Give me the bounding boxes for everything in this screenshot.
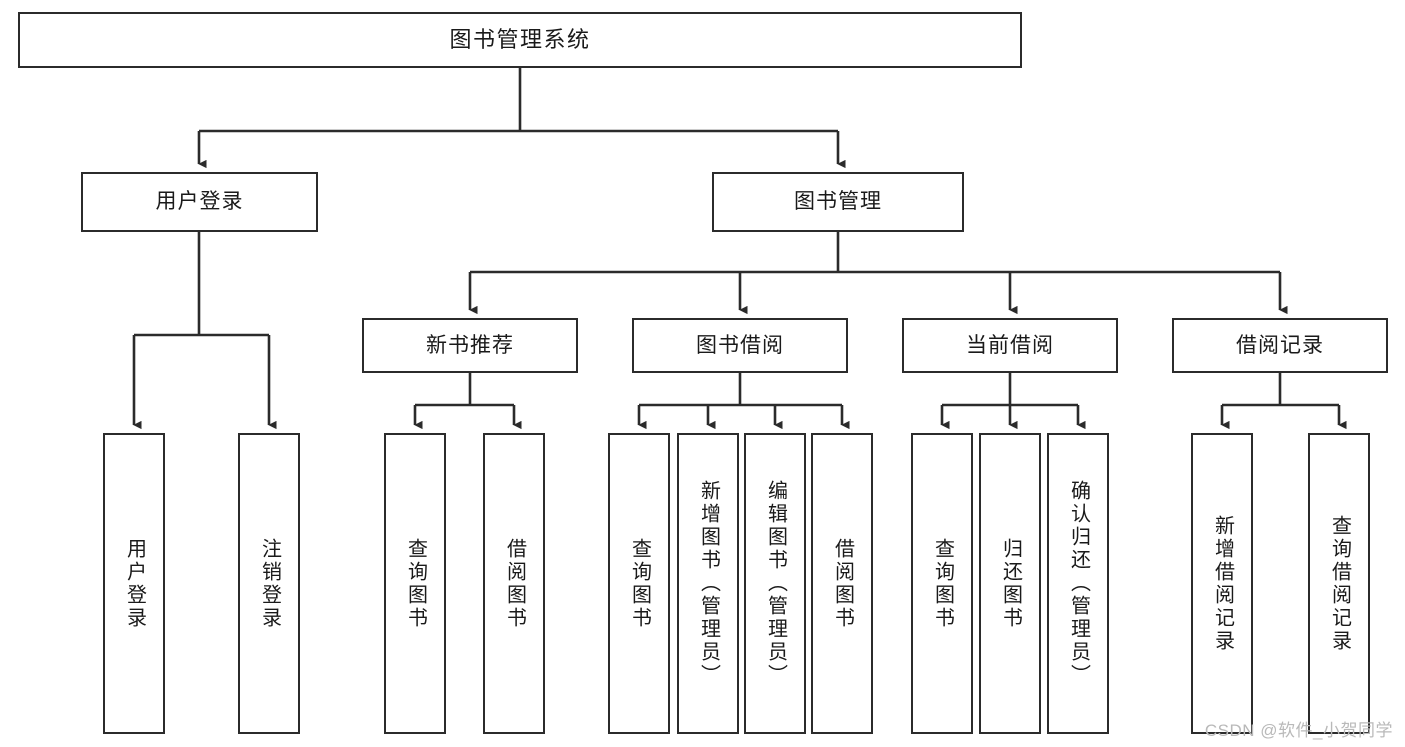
node-book-management[interactable]: 图书管理	[712, 172, 964, 232]
node-label: 当前借阅	[966, 333, 1054, 357]
node-label: 图书管理	[794, 190, 882, 214]
node-user-login[interactable]: 用户登录	[81, 172, 318, 232]
node-label: 新书推荐	[426, 333, 514, 357]
node-leaf-return-books[interactable]: 归还图书	[979, 433, 1041, 734]
node-label: 查询图书	[931, 537, 954, 630]
node-leaf-query-borrow-record[interactable]: 查询借阅记录	[1308, 433, 1370, 734]
node-leaf-query-books-current[interactable]: 查询图书	[911, 433, 973, 734]
node-label: 查询图书	[628, 537, 651, 630]
node-label: 新增借阅记录	[1211, 514, 1234, 653]
node-label: 编辑图书（管理员）	[764, 480, 787, 687]
watermark-text: CSDN @软件_小贺同学	[1204, 721, 1393, 740]
node-label: 用户登录	[123, 537, 146, 630]
node-label: 图书借阅	[696, 333, 784, 357]
node-leaf-logout[interactable]: 注销登录	[238, 433, 300, 734]
node-leaf-add-book-admin[interactable]: 新增图书（管理员）	[677, 433, 739, 734]
node-leaf-confirm-return-admin[interactable]: 确认归还（管理员）	[1047, 433, 1109, 734]
node-label: 图书管理系统	[449, 26, 591, 52]
node-leaf-edit-book-admin[interactable]: 编辑图书（管理员）	[744, 433, 806, 734]
node-label: 借阅图书	[831, 537, 854, 630]
node-leaf-query-books-borrow[interactable]: 查询图书	[608, 433, 670, 734]
node-label: 新增图书（管理员）	[697, 480, 720, 687]
node-leaf-add-borrow-record[interactable]: 新增借阅记录	[1191, 433, 1253, 734]
node-leaf-user-login[interactable]: 用户登录	[103, 433, 165, 734]
node-label: 借阅图书	[503, 537, 526, 630]
node-label: 查询借阅记录	[1328, 514, 1351, 653]
node-book-borrowing[interactable]: 图书借阅	[632, 318, 848, 373]
node-leaf-borrow-books-recommend[interactable]: 借阅图书	[483, 433, 545, 734]
node-label: 借阅记录	[1236, 333, 1324, 357]
node-label: 查询图书	[404, 537, 427, 630]
node-borrow-records[interactable]: 借阅记录	[1172, 318, 1388, 373]
node-root-book-management-system[interactable]: 图书管理系统	[18, 12, 1022, 68]
node-leaf-borrow-books[interactable]: 借阅图书	[811, 433, 873, 734]
node-current-borrowing[interactable]: 当前借阅	[902, 318, 1118, 373]
node-label: 用户登录	[155, 190, 244, 214]
node-label: 注销登录	[258, 537, 281, 630]
node-new-book-recommendation[interactable]: 新书推荐	[362, 318, 578, 373]
node-label: 归还图书	[999, 537, 1022, 630]
node-leaf-query-books-recommend[interactable]: 查询图书	[384, 433, 446, 734]
node-label: 确认归还（管理员）	[1067, 480, 1090, 687]
